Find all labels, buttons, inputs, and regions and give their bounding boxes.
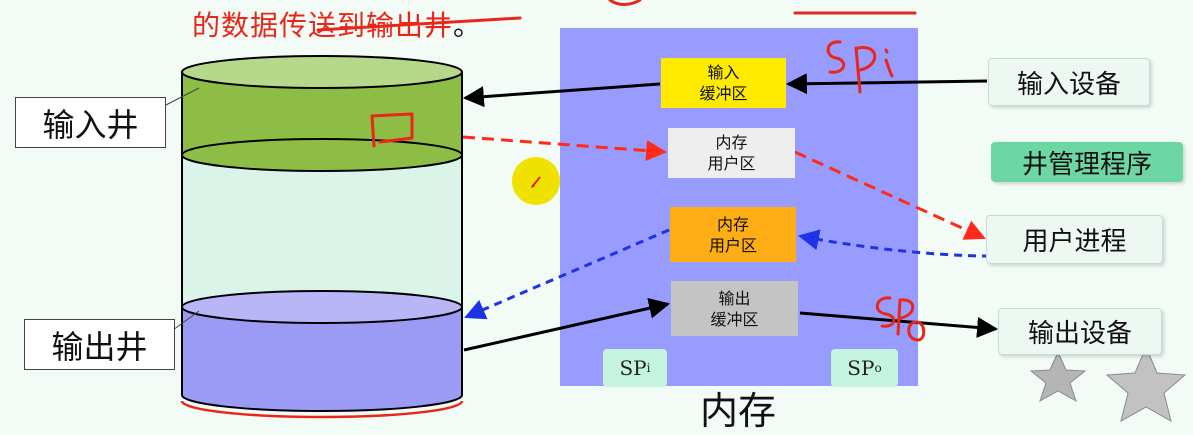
sp-o-base: SP <box>847 356 875 380</box>
output-device-box: 输出设备 <box>998 308 1162 355</box>
arrow-output-well-to-output-buffer <box>463 297 671 352</box>
subtitle-end-punct: 。 <box>453 9 483 42</box>
output-well-label: 输出井 <box>24 319 175 370</box>
handwritten-annotations <box>316 0 926 342</box>
sp-i-subscript: i <box>646 361 651 375</box>
cursor-highlight <box>512 157 560 205</box>
memory-label: 内存 <box>700 389 777 433</box>
strike-through-mark <box>316 16 522 32</box>
square-sketch <box>370 112 414 148</box>
user-area-output: 内存 用户区 <box>670 207 796 262</box>
well-manager-box: 井管理程序 <box>991 142 1183 182</box>
sp-o-handwriting <box>875 296 926 342</box>
blue-arrow-process-to-user-area <box>797 229 991 258</box>
input-well-callout <box>163 87 200 107</box>
output-well-top <box>181 290 463 324</box>
subtitle: 的数据传送到输出井。 <box>192 4 482 44</box>
blue-arrow-user-area-to-output-well <box>464 228 670 320</box>
large-star-icon <box>1105 345 1187 423</box>
input-device-box: 输入设备 <box>988 58 1150 106</box>
input-buffer: 输入 缓冲区 <box>661 58 786 108</box>
user-area-input: 内存 用户区 <box>668 128 795 178</box>
red-arrow-user-area-to-process <box>794 150 986 240</box>
output-buffer: 输出 缓冲区 <box>671 281 798 336</box>
sp-o-subscript: o <box>874 361 882 375</box>
subtitle-text: 的数据传送到输出井 <box>192 9 454 42</box>
arrow-device-to-input-buffer <box>785 73 988 95</box>
user-process-box: 用户进程 <box>986 215 1163 264</box>
input-well-body <box>182 72 462 171</box>
cylinder-top <box>181 55 463 89</box>
cylinder-bottom <box>181 394 463 412</box>
output-well-body <box>182 307 462 411</box>
scribble-top <box>608 0 642 6</box>
sp-i-handwriting <box>826 40 894 94</box>
middle-region <box>182 155 462 307</box>
arrow-input-buffer-to-input-well <box>462 82 661 108</box>
red-arrow-input-well-to-user-area <box>462 135 668 162</box>
sp-i-base: SP <box>619 356 647 380</box>
input-well-label: 输入井 <box>15 97 166 148</box>
red-underline-bottom <box>180 400 464 419</box>
output-well-callout <box>172 310 200 331</box>
disk-cylinder <box>180 55 464 419</box>
pen-cursor-icon <box>531 176 541 188</box>
star-icon <box>1029 350 1087 403</box>
